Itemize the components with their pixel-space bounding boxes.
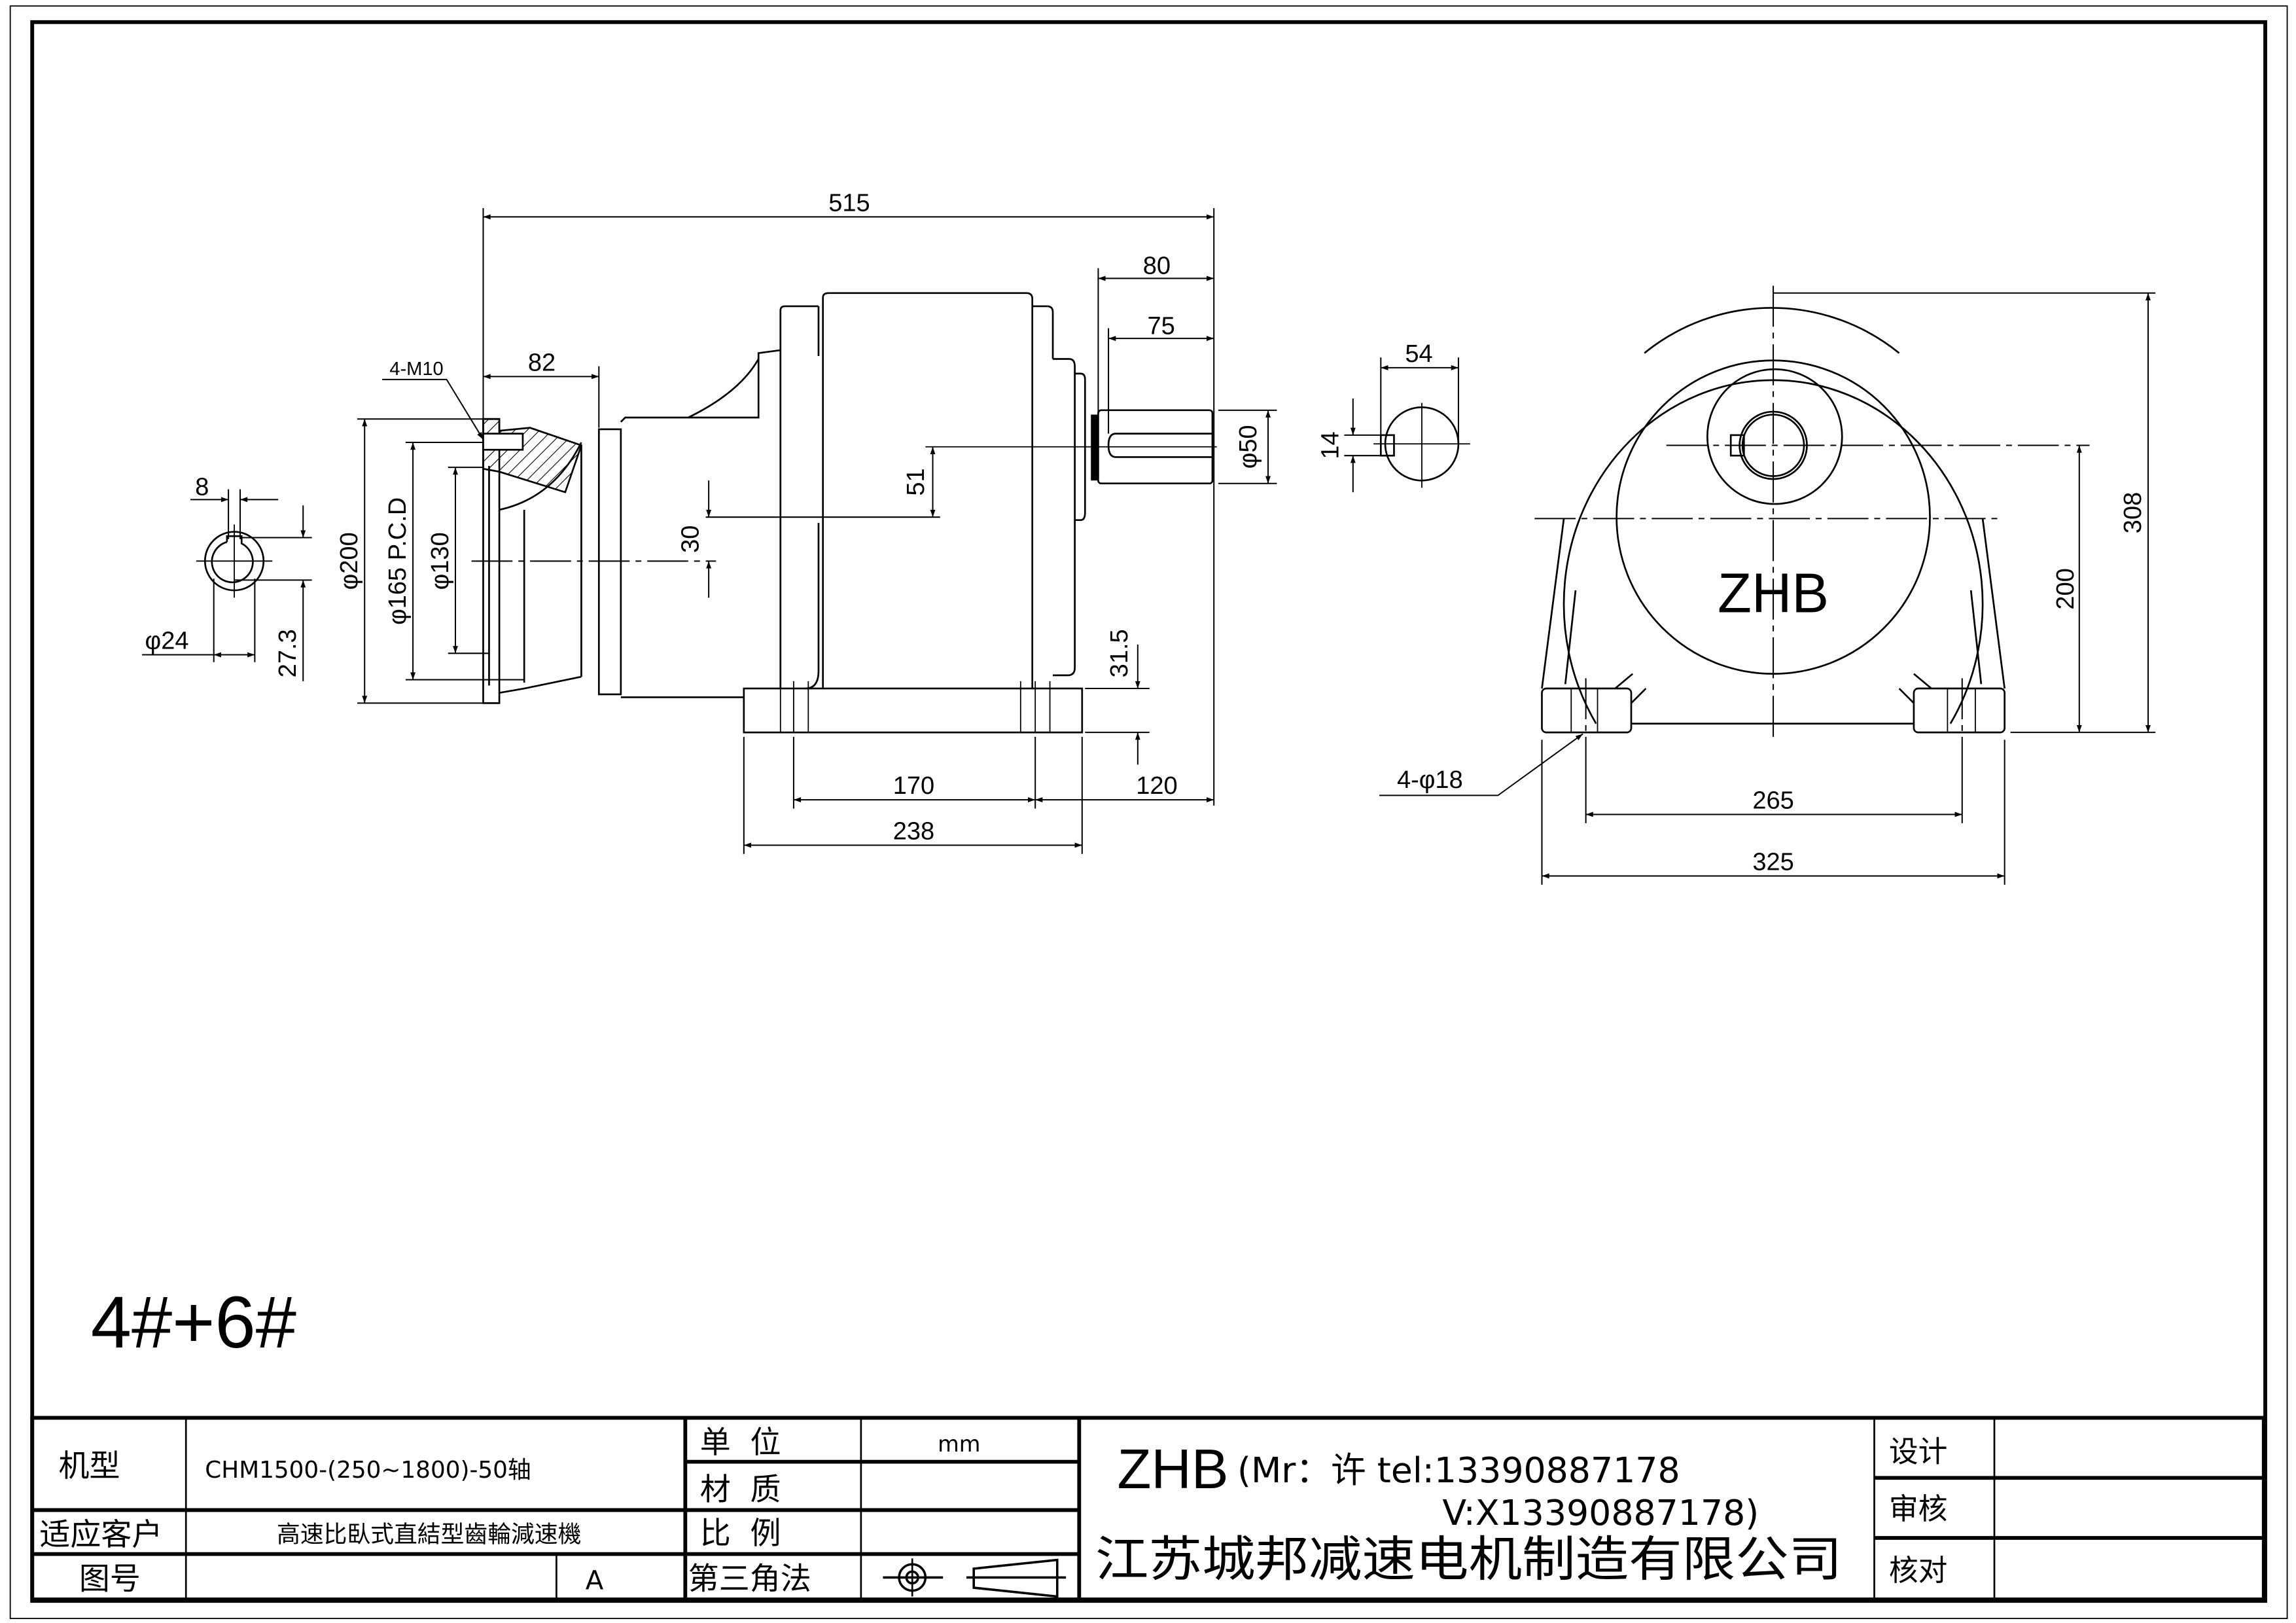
design-label: 设计 [1889, 1435, 1948, 1469]
scale-label: 比 例 [700, 1516, 781, 1552]
dim-shaft-diameter: φ50 [1235, 425, 1262, 469]
base-foot [743, 687, 1084, 734]
brand: ZHB [1118, 1438, 1229, 1501]
dim-bore: φ24 [145, 628, 189, 655]
dim-pcd: φ165 P.C.D [384, 497, 412, 625]
dim-pilot: φ130 [427, 532, 454, 590]
model-field-value: CHM1500-(250~1800)-50轴 [205, 1457, 531, 1484]
hub-circle [1706, 368, 1843, 505]
dim-foot-bolt-spacing: 170 [893, 772, 934, 800]
customer-field-value: 高速比臥式直結型齒輪減速機 [277, 1522, 581, 1548]
dim-foot-height: 31.5 [1106, 629, 1133, 677]
tap-hole [482, 433, 524, 451]
shaft-keyway [1107, 433, 1212, 458]
review-field[interactable] [1996, 1479, 2262, 1536]
customer-field-label: 适应客户 [39, 1517, 162, 1553]
dim-bolt-spacing: 265 [1752, 787, 1793, 815]
company-name: 江苏城邦减速电机制造有限公司 [1095, 1531, 1842, 1588]
dim-key-depth: 54 [1405, 340, 1432, 368]
dim-keyway-depth: 27.3 [274, 629, 302, 677]
material-label: 材 质 [700, 1472, 781, 1508]
dim-key-width: 8 [195, 474, 209, 501]
third-angle-projection-symbol [883, 1558, 1067, 1598]
dim-total-height: 308 [2119, 492, 2147, 533]
unit-value: mm [938, 1431, 980, 1457]
contact-line-1: (Mr：许 tel:13390887178 [1237, 1450, 1680, 1491]
unit-label: 单 位 [700, 1425, 781, 1461]
check-field[interactable] [1996, 1539, 2262, 1598]
review-label: 审核 [1889, 1491, 1948, 1526]
contact-line-2: V:X13390887178) [1442, 1492, 1759, 1533]
revision-value: A [586, 1565, 604, 1596]
left-foot [1541, 687, 1633, 734]
dim-output-key-width: 14 [1316, 431, 1344, 459]
sheet-outer-border [9, 5, 2288, 1619]
dim-key-length: 75 [1147, 312, 1174, 340]
dim-output-shaft-length: 80 [1143, 253, 1171, 280]
right-foot [1913, 687, 2006, 734]
label-tap-holes: 4-M10 [389, 359, 443, 380]
front-view [196, 292, 1217, 734]
model-field-label: 机型 [59, 1448, 120, 1484]
front-view-dimensions: 515 80 75 φ50 82 4-M10 51 30 31.5 170 [142, 189, 1277, 854]
projection-label: 第三角法 [688, 1561, 811, 1597]
dim-shaft-offset: 51 [902, 468, 930, 495]
title-block: 机型 CHM1500-(250~1800)-50轴 适应客户 高速比臥式直結型齒… [30, 1416, 2266, 1601]
design-field[interactable] [1996, 1419, 2262, 1476]
end-view: ZHB [1534, 285, 2090, 740]
dim-foot-length: 238 [893, 818, 934, 846]
dim-foot-width: 325 [1752, 849, 1793, 876]
drawing-no-label: 图号 [79, 1561, 141, 1597]
end-view-dimensions: 308 200 265 325 4-φ18 [1379, 292, 2156, 885]
dim-input-offset: 30 [677, 526, 704, 553]
output-key-view: 54 14 [1316, 340, 1470, 493]
dim-overall-length: 515 [828, 189, 870, 217]
flange-section-hatch [482, 418, 583, 493]
dim-flange-od: φ200 [336, 532, 363, 590]
dim-flange-depth: 82 [528, 349, 556, 376]
model-label: 4#+6# [91, 1281, 296, 1363]
dim-center-height: 200 [2052, 568, 2079, 609]
check-label: 核对 [1889, 1553, 1948, 1588]
dim-shaft-end-to-foot: 120 [1136, 772, 1177, 800]
label-foot-holes: 4-φ18 [1397, 766, 1463, 794]
